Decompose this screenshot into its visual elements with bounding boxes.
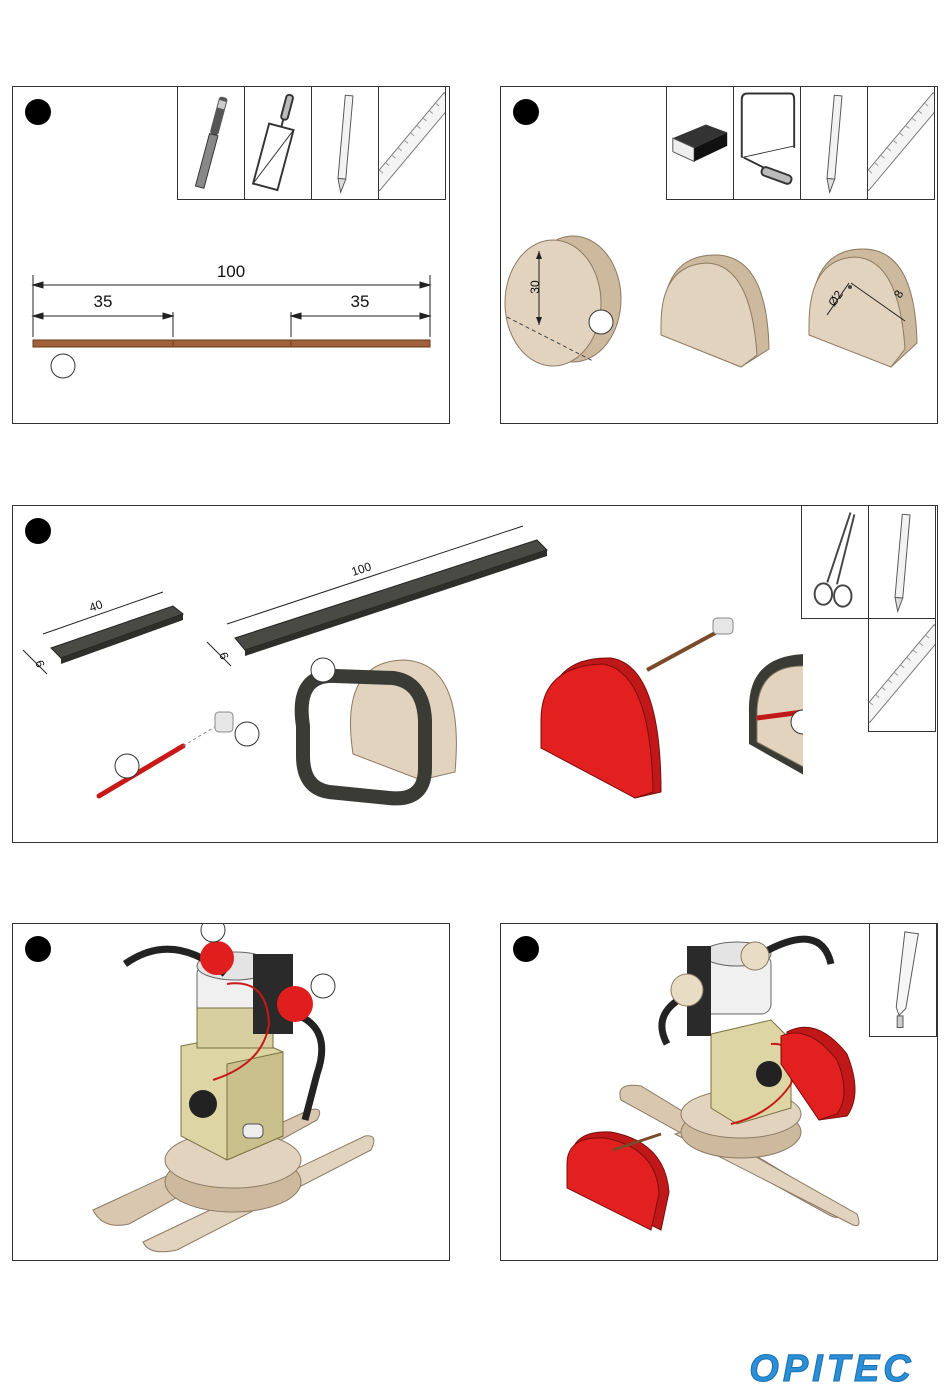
callout-circle	[311, 658, 335, 682]
step-panel-1: 100 35 35	[12, 86, 450, 424]
final-robot-drawing	[501, 924, 937, 1260]
callout-circle	[51, 354, 75, 378]
step-panel-2: 30 Ø2 8	[500, 86, 938, 424]
half-disc-with-hole: Ø2 8	[809, 249, 917, 367]
battery-holder	[181, 1034, 283, 1160]
short-felt-strip: 40 6	[23, 592, 183, 674]
dim-long-length-label: 100	[350, 559, 374, 579]
scissors-icon	[801, 505, 869, 619]
step-panel-3: 40 6 100 6	[12, 505, 938, 843]
dim-short-length-label: 40	[87, 597, 105, 615]
callout-circle	[201, 924, 225, 942]
callout-circle	[589, 310, 613, 334]
callout-circle	[115, 754, 139, 778]
long-felt-strip: 100 6	[207, 526, 547, 666]
dim-short-width-label: 6	[32, 658, 48, 669]
wooden-ball-head	[741, 942, 769, 970]
felt-wheel-drawing: 40 6 100 6	[13, 506, 803, 842]
wooden-ball-hand	[671, 974, 703, 1006]
dim-diameter-label: 30	[528, 280, 542, 294]
ruler-icon	[868, 618, 936, 732]
callout-circle	[311, 974, 335, 998]
red-wheel-with-axle	[541, 618, 733, 798]
dowel-cut-drawing: 100 35 35	[13, 87, 449, 423]
red-ball-head	[200, 941, 234, 975]
dim-total-label: 100	[217, 262, 245, 281]
dim-right-label: 35	[351, 292, 370, 311]
wooden-disc-drawing: 30 Ø2 8	[501, 87, 937, 423]
pencil-icon	[868, 505, 936, 619]
dim-left-label: 35	[94, 292, 113, 311]
red-ball-hand	[277, 986, 313, 1022]
robot-body-assembly-drawing	[13, 924, 449, 1260]
dowel-rod	[33, 340, 430, 347]
red-wheel-left	[567, 1132, 669, 1230]
red-axle-stick	[99, 712, 233, 796]
wooden-disc: 30	[505, 236, 621, 366]
step-panel-4	[12, 923, 450, 1261]
opitec-logo: OPITEC	[726, 1350, 938, 1386]
dim-long-width-label: 6	[216, 650, 232, 661]
step-panel-5	[500, 923, 938, 1261]
tools-box	[802, 505, 936, 732]
callout-circle	[235, 722, 259, 746]
opitec-logo-text: OPITEC	[749, 1350, 914, 1386]
half-disc	[661, 255, 769, 367]
